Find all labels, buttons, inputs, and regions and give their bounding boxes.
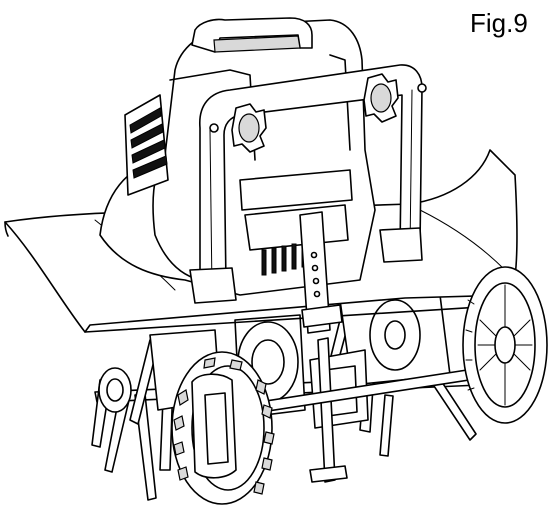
right-wheel (462, 266, 548, 424)
right-star-knob (363, 73, 399, 123)
depth-adjustment-bar (299, 211, 348, 483)
left-wheel (171, 351, 275, 505)
left-star-knob (231, 103, 267, 153)
handle-frame (189, 64, 427, 304)
vent-slots (129, 107, 168, 179)
left-wheel-tread (173, 357, 275, 495)
motor-housing (99, 17, 376, 296)
figure-label: Fig.9 (470, 8, 528, 38)
